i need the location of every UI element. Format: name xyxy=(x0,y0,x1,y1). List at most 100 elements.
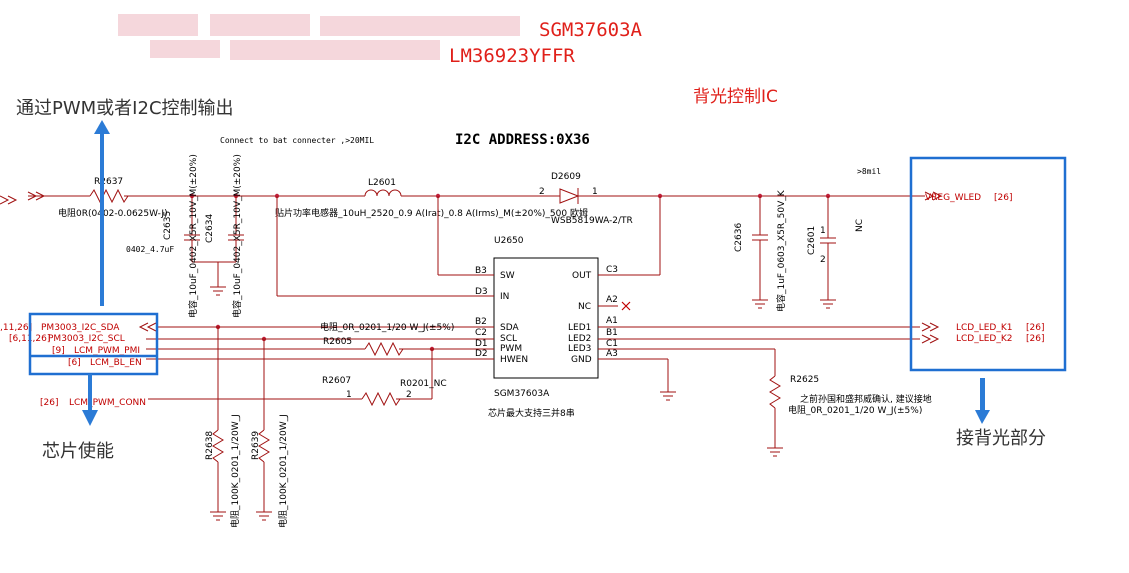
pageref-sda: ,11,26] xyxy=(0,323,32,333)
pins-right: OUT C3 NC A2 LED1 A1 LED2 B1 LED3 C1 GND… xyxy=(568,265,631,365)
u2650-note: 芯片最大支持三并8串 xyxy=(488,407,575,419)
net-bl-en: LCM_BL_EN xyxy=(90,358,142,368)
pin-b3: B3 xyxy=(475,266,487,276)
net-sda: PM3003_I2C_SDA xyxy=(41,323,120,333)
chip-name-1: SGM37603A xyxy=(539,19,643,41)
ic-u2650 xyxy=(493,257,599,379)
net-pwm-conn: LCM_PWM_CONN xyxy=(69,398,146,408)
pin-c2: C2 xyxy=(475,328,487,338)
pin-d3: D3 xyxy=(475,287,488,297)
c2601-value: NC xyxy=(855,219,865,232)
i2c-address: I2C ADDRESS:0X36 xyxy=(455,132,590,148)
pin-sda: SDA xyxy=(500,323,519,333)
nc-cross-icon xyxy=(621,301,631,311)
arrow-down-icon xyxy=(82,410,98,426)
r2605-ref: R2605 xyxy=(323,337,352,347)
r2639-ref: R2639 xyxy=(251,431,261,460)
power-rail xyxy=(0,188,943,205)
pin-b1: B1 xyxy=(606,328,618,338)
pin-d1: D1 xyxy=(475,339,488,349)
c2601-ref: C2601 xyxy=(807,226,817,255)
pin-scl: SCL xyxy=(500,334,517,344)
pin-a1: A1 xyxy=(606,316,618,326)
pageref-pwm-conn: [26] xyxy=(40,398,58,408)
net-led-k1: LCD_LED_K1 xyxy=(956,323,1013,333)
r2625-value: 电阻_0R_0201_1/20 W_J(±5%) xyxy=(788,404,922,416)
c2635-value: 0402_4.7uF xyxy=(126,245,174,254)
pin-d2: D2 xyxy=(475,349,488,359)
backlight-highlight-box xyxy=(909,156,1067,372)
pin-hwen: HWEN xyxy=(500,355,528,365)
r2639-value: 电阻_100K_0201_1/20W_J xyxy=(277,414,289,528)
pin-b2: B2 xyxy=(475,317,487,327)
pin-pwm: PWM xyxy=(500,344,522,354)
d2609-value: WSB5819WA-2/TR xyxy=(551,216,633,226)
page-title: 背光控制IC xyxy=(693,87,778,107)
d2609-pin1: 1 xyxy=(592,187,598,197)
l2601-ref: L2601 xyxy=(368,178,396,188)
redacted-header xyxy=(118,14,520,60)
net-pwm: LCM_PWM_PMI xyxy=(74,346,140,356)
control-nets xyxy=(138,322,474,521)
c2601-pin2: 2 xyxy=(820,255,826,265)
r2605-value: 电阻_0R_0201_1/20 W_J(±5%) xyxy=(320,321,454,333)
r2625-ref: R2625 xyxy=(790,375,819,385)
u2650-ref: U2650 xyxy=(494,236,524,246)
c2636-ref: C2636 xyxy=(734,223,744,252)
pin-a3: A3 xyxy=(606,349,618,359)
chip-name-2: LM36923YFFR xyxy=(449,45,575,67)
r2625-note: 之前孙国和盛邦威确认, 建议接地 xyxy=(800,393,932,405)
r2607-value: R0201_NC xyxy=(400,379,447,389)
r2607-pin2: 2 xyxy=(406,390,412,400)
pin-gnd: GND xyxy=(571,355,592,365)
c2601-pin1: 1 xyxy=(820,226,826,236)
note-8mil: >8mil xyxy=(857,167,881,176)
net-scl: PM3003_I2C_SCL xyxy=(48,334,125,344)
pageref-led-k1: [26] xyxy=(1026,323,1044,333)
d2609-pin2: 2 xyxy=(539,187,545,197)
r2637-value: 电阻0R(0402-0.0625W-J) xyxy=(58,207,168,219)
r2638-value: 电阻_100K_0201_1/20W_J xyxy=(229,414,241,528)
output-capacitors xyxy=(752,196,836,309)
arrow-down-icon xyxy=(975,410,990,424)
pins-left: SW B3 IN D3 SDA B2 SCL C2 PWM D1 HWEN D2 xyxy=(474,266,528,365)
r2637-ref: R2637 xyxy=(94,177,123,187)
c2635-ref: C2635 xyxy=(163,211,173,240)
pageref-pwm: [9] xyxy=(52,346,65,356)
pin-nc: NC xyxy=(578,302,591,312)
arrow-up-icon xyxy=(94,120,110,134)
r2638-ref: R2638 xyxy=(205,431,215,460)
pin-led3: LED3 xyxy=(568,344,591,354)
pageref-bl-en: [6] xyxy=(68,358,81,368)
pin-out: OUT xyxy=(572,271,592,281)
r2607-pin1: 1 xyxy=(346,390,352,400)
u2650-name: SGM37603A xyxy=(494,389,550,399)
pin-sw: SW xyxy=(500,271,515,281)
pin-led1: LED1 xyxy=(568,323,591,333)
l2601-value: 贴片功率电感器_10uH_2520_0.9 A(Irat)_0.8 A(Irms… xyxy=(275,207,588,219)
pin-in: IN xyxy=(500,292,509,302)
ic-wiring xyxy=(276,196,940,457)
c2634-ref: C2634 xyxy=(205,214,215,243)
input-capacitors xyxy=(184,196,244,296)
net-led-k2: LCD_LED_K2 xyxy=(956,334,1013,344)
r2607-ref: R2607 xyxy=(322,376,351,386)
pageref-vreg: [26] xyxy=(994,193,1012,203)
d2609-ref: D2609 xyxy=(551,172,581,182)
pin-led2: LED2 xyxy=(568,334,591,344)
cap-value-b: 电容_10uF_0402_X5R_10V_M(±20%) xyxy=(231,154,243,318)
cap-value-a: 电容_10uF_0402_X5R_10V_M(±20%) xyxy=(187,154,199,318)
pin-c3: C3 xyxy=(606,265,618,275)
note-bat-connecter: Connect to bat connecter ,>20MIL xyxy=(220,136,374,145)
annotation-pwm-i2c: 通过PWM或者I2C控制输出 xyxy=(16,98,234,119)
control-highlight-box xyxy=(28,312,159,376)
annotation-backlight-part: 接背光部分 xyxy=(956,428,1046,449)
pin-a2: A2 xyxy=(606,295,618,305)
annotation-arrows xyxy=(82,120,990,426)
annotation-chip-enable: 芯片使能 xyxy=(42,441,114,462)
pin-c1: C1 xyxy=(606,339,618,349)
c2636-value: 电容_1uF_0603_X5R_50V_K xyxy=(775,189,787,312)
pageref-led-k2: [26] xyxy=(1026,334,1044,344)
net-vreg-wled: VREG_WLED xyxy=(925,193,981,203)
